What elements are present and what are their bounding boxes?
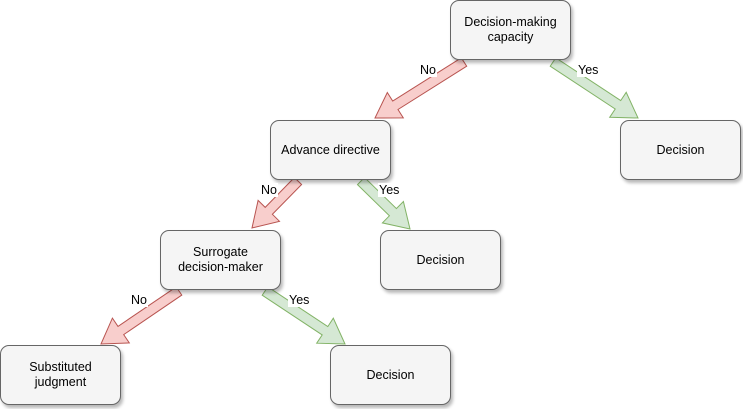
- decision-node-surrogate-yes: Decision: [330, 345, 451, 405]
- advance-yes-label: Yes: [378, 183, 401, 197]
- advance-directive-node: Advance directive: [270, 120, 391, 180]
- advance-yes-arrow: [356, 176, 411, 230]
- capacity-yes-label: Yes: [577, 63, 600, 77]
- capacity-yes-arrow: [549, 57, 639, 119]
- advance-no-arrow: [251, 176, 303, 229]
- decision-making-capacity-node: Decision-making capacity: [450, 0, 571, 60]
- surrogate-no-label: No: [130, 293, 148, 307]
- substituted-judgment-node: Substituted judgment: [0, 345, 121, 405]
- capacity-no-arrow: [374, 57, 468, 119]
- capacity-no-label: No: [419, 63, 437, 77]
- surrogate-decision-maker-node: Surrogate decision-maker: [160, 230, 281, 290]
- surrogate-yes-arrow: [261, 286, 346, 345]
- decision-node-advance-yes: Decision: [380, 230, 501, 290]
- surrogate-no-arrow: [100, 286, 183, 345]
- advance-no-label: No: [260, 183, 278, 197]
- surrogate-yes-label: Yes: [288, 293, 311, 307]
- decision-node-capacity-yes: Decision: [620, 120, 741, 180]
